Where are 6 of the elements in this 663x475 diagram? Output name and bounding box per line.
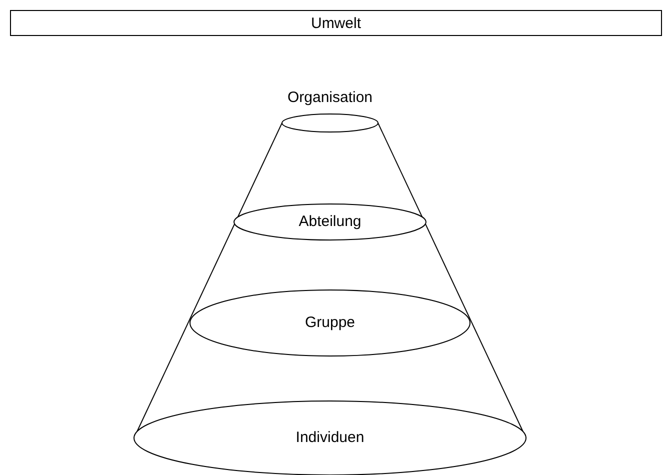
box-label: Umwelt [310, 14, 361, 32]
level-label: Gruppe [304, 314, 356, 331]
level-heading: Organisation [287, 89, 373, 106]
level-label: Abteilung [298, 213, 362, 230]
environment-box [10, 10, 662, 36]
level-label: Individuen [296, 429, 364, 446]
